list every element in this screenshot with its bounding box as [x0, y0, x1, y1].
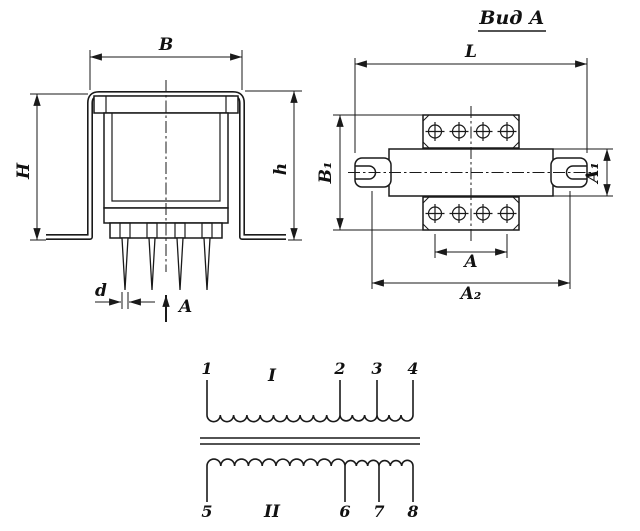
block-corner-tabs: [422, 114, 520, 231]
winding-II-coil: [206, 458, 414, 467]
solder-pin: [121, 237, 129, 291]
view-arrow-label: A: [177, 297, 192, 317]
dimension-A: A: [434, 234, 508, 272]
dimension-B1-label: B₁: [316, 162, 336, 185]
dimension-H: H: [14, 93, 88, 241]
top-view: Вид А: [316, 7, 613, 304]
front-view: B H h d A: [14, 35, 302, 322]
pin-number: 4: [407, 359, 418, 378]
mounting-slot-right: [565, 165, 587, 180]
terminal-crosses-bottom: [425, 204, 517, 223]
dimension-B1: B₁: [316, 114, 423, 231]
dimension-L-label: L: [464, 42, 477, 62]
winding-I-label: I: [267, 366, 277, 386]
dimension-A2-label: A₂: [459, 284, 482, 304]
dimension-H-label: H: [14, 162, 34, 180]
dimension-h: h: [245, 90, 302, 241]
winding-I-coil: [206, 414, 414, 423]
view-title: Вид А: [478, 7, 544, 29]
coil-window-inner: [111, 113, 221, 202]
pin-number: 1: [201, 359, 212, 378]
view-direction-arrow: A: [162, 295, 192, 322]
dimension-L: L: [354, 42, 588, 153]
winding-I-leads: [206, 380, 414, 415]
pin-number: 2: [333, 359, 345, 378]
dimension-A1-label: A₁: [583, 162, 603, 185]
dimension-h-label: h: [271, 163, 291, 175]
pin-number: 3: [371, 359, 382, 378]
dimension-A1: A₁: [553, 148, 613, 197]
dimension-B: B: [89, 35, 243, 90]
winding-II-label: II: [263, 502, 281, 522]
mounting-bracket-inner-face: [46, 92, 286, 239]
dimension-d-label: d: [95, 281, 107, 301]
dimension-A2: A₂: [371, 191, 571, 304]
pin-number: 6: [339, 502, 350, 521]
solder-pin: [148, 237, 156, 291]
pin-number: 5: [201, 502, 212, 521]
pin-number: 8: [406, 502, 418, 521]
dimension-d: d: [95, 281, 155, 309]
pin-number: 7: [373, 502, 384, 521]
terminal-crosses-top: [425, 122, 517, 141]
dimension-B-label: B: [158, 35, 173, 55]
solder-pin: [176, 237, 184, 291]
terminals: [425, 122, 517, 223]
dimension-A-label: A: [462, 252, 477, 272]
winding-schematic: 1 2 3 4 I 5 6 7 8 II: [200, 359, 420, 522]
solder-pin: [203, 237, 211, 291]
winding-II-leads: [206, 466, 414, 502]
